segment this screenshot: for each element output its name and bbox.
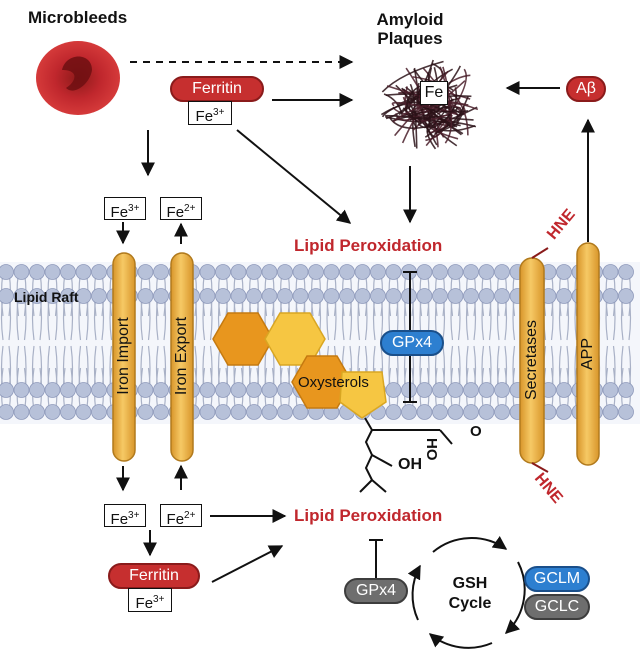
fe2-export-symbol: Fe bbox=[166, 204, 185, 221]
fe2-export-box: Fe2+ bbox=[160, 197, 202, 221]
amyloid-label-line2: Plaques bbox=[377, 29, 443, 48]
gclc-badge: GCLC bbox=[524, 594, 590, 620]
oxysterol-structure bbox=[212, 312, 453, 493]
fe3-ferritin-bottom-symbol: Fe bbox=[135, 595, 154, 612]
gsh-cycle-label: GSH Cycle bbox=[440, 574, 500, 614]
lipid-raft-label: Lipid Raft bbox=[14, 289, 79, 305]
fe3-top-symbol: Fe bbox=[195, 108, 214, 125]
fe3-ferritin-bottom-charge: 3+ bbox=[153, 594, 165, 605]
amyloid-plaques-label: Amyloid Plaques bbox=[360, 10, 460, 48]
iron-export-label: Iron Export bbox=[173, 316, 190, 396]
fe3-import-box: Fe3+ bbox=[104, 197, 146, 221]
red-blood-cell-icon bbox=[36, 41, 120, 115]
gsh-cycle-arrows bbox=[407, 536, 526, 649]
oxysterols-label: Oxysterols bbox=[298, 374, 369, 391]
amyloid-label-line1: Amyloid bbox=[376, 10, 444, 29]
fe3-import-symbol: Fe bbox=[110, 204, 129, 221]
lipid-peroxidation-top-label: Lipid Peroxidation bbox=[294, 236, 443, 255]
secretases-label: Secretases bbox=[523, 319, 540, 401]
ferritin-bottom-badge: Ferritin bbox=[108, 563, 200, 589]
gsh-label-line1: GSH bbox=[452, 575, 488, 592]
gpx4-membrane-badge: GPx4 bbox=[380, 330, 444, 356]
gsh-label-line2: Cycle bbox=[448, 595, 492, 612]
ferritin-top-badge: Ferritin bbox=[170, 76, 264, 102]
carbonyl-o-label: O bbox=[470, 423, 482, 440]
gpx4-bottom-badge: GPx4 bbox=[344, 578, 408, 604]
abeta-badge: Aβ bbox=[566, 76, 606, 102]
iron-import-label: Iron Import bbox=[115, 317, 132, 395]
oh-label: OH bbox=[398, 456, 422, 473]
iron-export-channel bbox=[170, 252, 194, 462]
fe3-ferritin-bottom-box: Fe3+ bbox=[128, 588, 172, 612]
iron-import-channel bbox=[112, 252, 136, 462]
gclm-badge: GCLM bbox=[524, 566, 590, 592]
plaque-fe-core: Fe bbox=[420, 81, 448, 105]
fe2-bottom-box: Fe2+ bbox=[160, 504, 202, 528]
fe3-bottom-charge: 3+ bbox=[128, 510, 140, 521]
arrows bbox=[116, 55, 595, 583]
fe3-bottom-symbol: Fe bbox=[110, 511, 129, 528]
fe3-import-charge: 3+ bbox=[128, 203, 140, 214]
microbleeds-label: Microbleeds bbox=[28, 8, 128, 27]
fe2-bottom-charge: 2+ bbox=[184, 510, 196, 521]
secretases-protein bbox=[519, 247, 549, 473]
fe3-top-charge: 3+ bbox=[213, 107, 225, 118]
fe2-export-charge: 2+ bbox=[184, 203, 196, 214]
hooc-label: HO bbox=[423, 438, 440, 461]
fe3-bottom-box: Fe3+ bbox=[104, 504, 146, 528]
app-protein bbox=[576, 242, 600, 466]
fe3-top-box: Fe3+ bbox=[188, 101, 232, 125]
fe2-bottom-symbol: Fe bbox=[166, 511, 185, 528]
app-label: APP bbox=[579, 338, 596, 371]
lipid-peroxidation-bottom-label: Lipid Peroxidation bbox=[294, 506, 443, 525]
